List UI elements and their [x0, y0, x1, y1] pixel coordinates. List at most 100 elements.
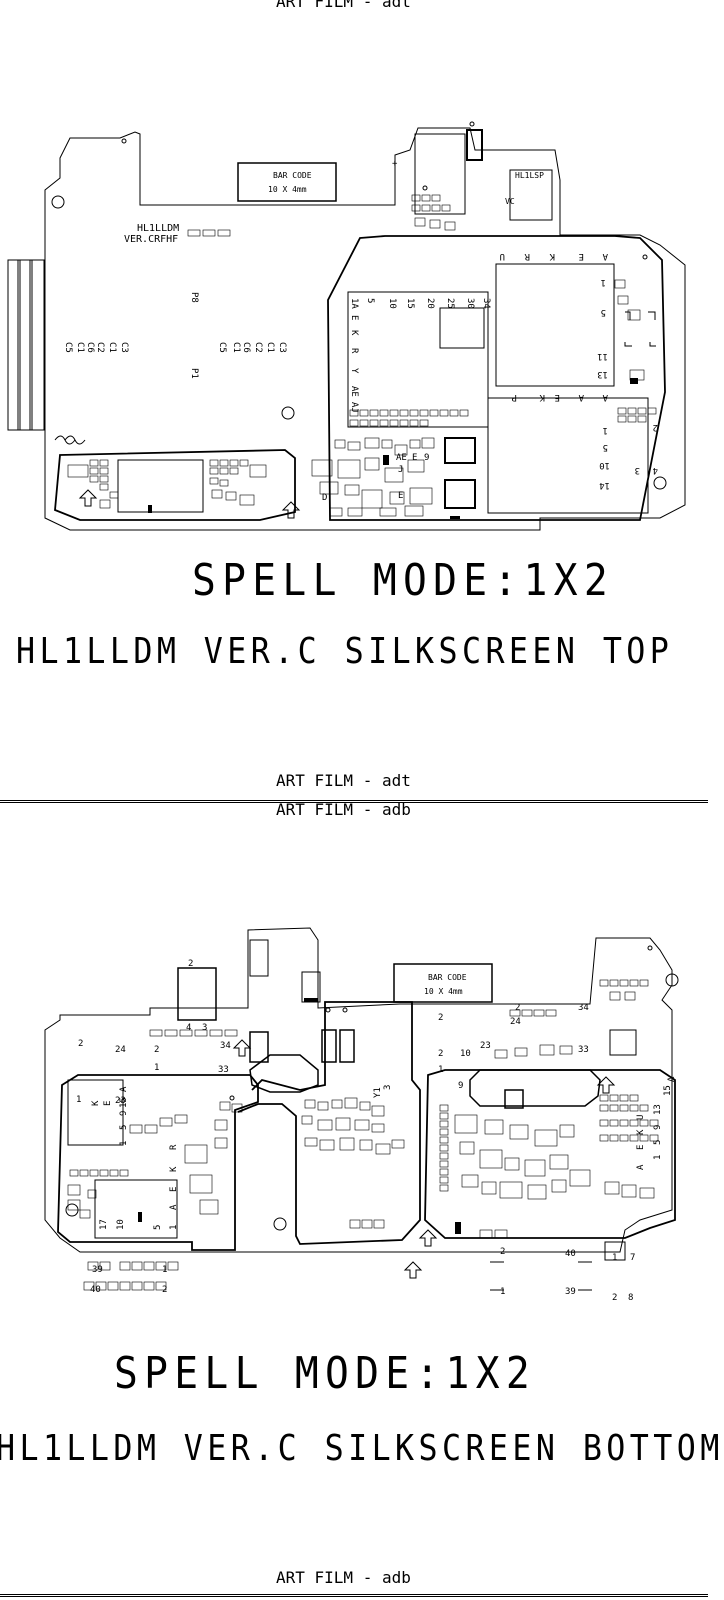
spell-mode-top: SPELL MODE:1X2: [192, 555, 614, 606]
svg-text:E: E: [412, 453, 417, 463]
svg-text:13: 13: [653, 1104, 663, 1115]
svg-text:1: 1: [154, 1063, 159, 1073]
svg-text:Y1: Y1: [373, 1087, 383, 1098]
shield-can-bottom-left: [54, 449, 296, 521]
svg-text:15: 15: [663, 1085, 673, 1096]
svg-text:E: E: [103, 1101, 113, 1106]
svg-text:R: R: [169, 1144, 179, 1150]
svg-text:10: 10: [599, 460, 610, 470]
svg-text:C2: C2: [253, 342, 263, 353]
art-film-top-label: ART FILM - adt: [276, 0, 411, 11]
barcode-box-bottom: [393, 963, 493, 1003]
svg-text:1: 1: [438, 1065, 443, 1075]
silkscreen-title-bottom: HL1LLDM VER.C SILKSCREEN BOTTOM: [0, 1428, 724, 1469]
svg-text:5: 5: [601, 307, 606, 317]
svg-text:2: 2: [162, 1285, 167, 1295]
svg-text:C3: C3: [119, 342, 129, 353]
art-film-top-footer: ART FILM - adt: [276, 771, 411, 790]
svg-text:A: A: [119, 1086, 129, 1092]
svg-text:4: 4: [653, 465, 658, 475]
svg-text:K: K: [539, 392, 545, 402]
board-version-mark: VER.CRFHF: [124, 234, 178, 245]
svg-text:17: 17: [99, 1219, 109, 1230]
svg-text:K: K: [349, 330, 359, 336]
svg-text:1: 1: [653, 1155, 663, 1160]
svg-text:C5: C5: [217, 342, 227, 353]
svg-text:7: 7: [630, 1253, 635, 1263]
barcode-size-bottom: 10 X 4mm: [424, 987, 463, 996]
svg-text:A: A: [602, 392, 608, 402]
svg-text:C1: C1: [265, 342, 275, 353]
svg-text:1: 1: [169, 1225, 179, 1230]
svg-text:3: 3: [635, 465, 640, 475]
svg-text:5: 5: [365, 298, 375, 303]
svg-text:33: 33: [218, 1065, 229, 1075]
svg-text:C1: C1: [75, 342, 85, 353]
svg-text:U: U: [636, 1115, 646, 1120]
svg-text:9: 9: [424, 453, 429, 463]
svg-text:14: 14: [599, 480, 610, 490]
svg-text:1: 1: [612, 1253, 617, 1263]
svg-text:A: A: [169, 1204, 179, 1210]
svg-text:34: 34: [220, 1041, 231, 1051]
svg-text:1: 1: [601, 277, 606, 287]
svg-text:15: 15: [405, 298, 415, 309]
svg-text:K: K: [91, 1100, 101, 1106]
svg-text:E: E: [169, 1187, 179, 1192]
board-outline-bottom: [44, 927, 673, 1253]
p1-mark: P1: [189, 368, 199, 379]
svg-text:E: E: [398, 491, 403, 501]
spell-mode-bottom: SPELL MODE:1X2: [114, 1348, 536, 1399]
barcode-size-top: 10 X 4mm: [268, 185, 307, 194]
svg-text:5: 5: [653, 1140, 663, 1145]
svg-text:C5: C5: [63, 342, 73, 353]
svg-text:C6: C6: [85, 342, 95, 353]
svg-text:+: +: [392, 159, 398, 169]
hl1lsp-mark: HL1LSP: [515, 171, 544, 180]
svg-text:2: 2: [154, 1045, 159, 1055]
svg-text:C2: C2: [95, 342, 105, 353]
board-outline-top: [44, 127, 686, 531]
svg-text:K: K: [169, 1166, 179, 1172]
svg-text:R: R: [524, 251, 530, 261]
svg-text:40: 40: [565, 1249, 576, 1259]
svg-text:A: A: [667, 1076, 677, 1082]
silkscreen-title-top: HL1LLDM VER.C SILKSCREEN TOP: [16, 631, 674, 672]
svg-text:AE: AE: [396, 453, 407, 463]
svg-text:J: J: [398, 465, 403, 475]
p8-mark: P8: [189, 292, 199, 303]
svg-text:24: 24: [510, 1017, 521, 1027]
svg-text:1: 1: [76, 1095, 81, 1105]
pcb-top-silkscreen: BAR CODE 10 X 4mm HL1LLDM VER.CRFHF HL1L…: [7, 121, 686, 531]
svg-text:34: 34: [578, 1003, 589, 1013]
svg-text:40: 40: [90, 1285, 101, 1295]
svg-text:E: E: [579, 251, 584, 261]
svg-text:25: 25: [445, 298, 455, 309]
board-name-mark: HL1LLDM: [137, 223, 179, 234]
svg-text:Y: Y: [349, 368, 359, 374]
svg-text:3: 3: [383, 1085, 393, 1090]
svg-text:C6: C6: [241, 342, 251, 353]
svg-text:A: A: [602, 251, 608, 261]
svg-text:39: 39: [92, 1265, 103, 1275]
svg-text:A: A: [578, 392, 584, 402]
svg-text:R: R: [349, 348, 359, 354]
svg-text:5: 5: [153, 1225, 163, 1230]
svg-text:C1: C1: [231, 342, 241, 353]
svg-text:10: 10: [460, 1049, 471, 1059]
svg-text:2: 2: [653, 422, 658, 432]
svg-text:2: 2: [438, 1013, 443, 1023]
panel-divider: [0, 800, 708, 803]
svg-text:E: E: [636, 1145, 646, 1150]
svg-text:34: 34: [481, 298, 491, 309]
svg-text:13: 13: [597, 369, 608, 379]
svg-text:9: 9: [458, 1081, 463, 1091]
svg-text:10: 10: [116, 1219, 126, 1230]
svg-text:2: 2: [188, 959, 193, 969]
vc-mark: VC: [505, 197, 515, 206]
page-bottom-rule: [0, 1594, 708, 1597]
svg-text:K: K: [636, 1129, 646, 1135]
svg-text:P: P: [511, 392, 517, 402]
svg-text:5: 5: [119, 1125, 129, 1130]
